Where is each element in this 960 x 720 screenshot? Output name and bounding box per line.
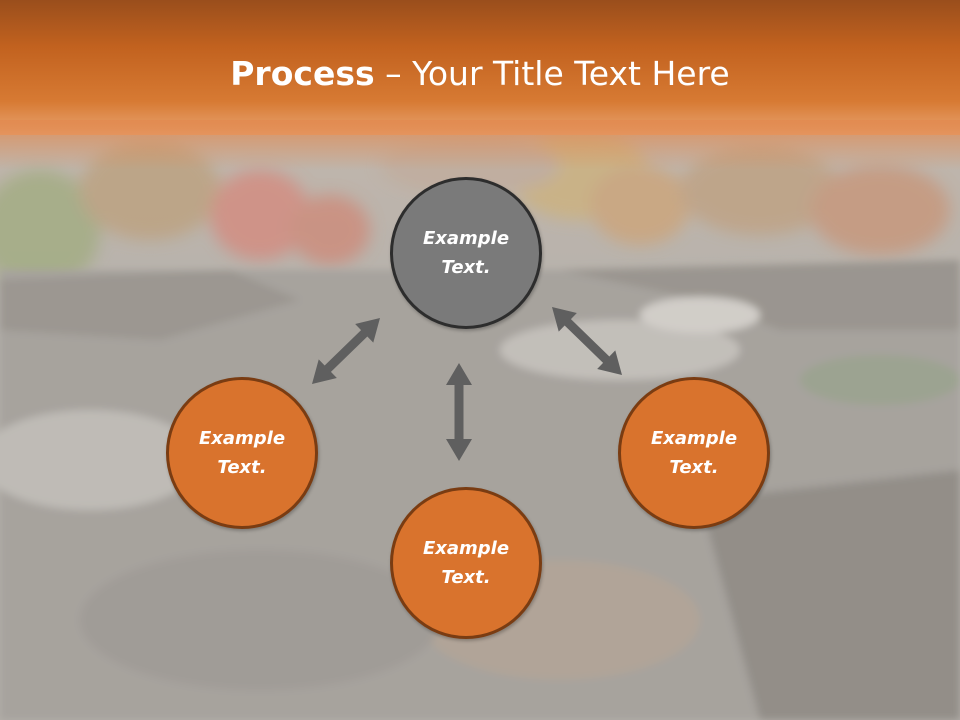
title-bar-fade (0, 120, 960, 170)
slide-title: Process – Your Title Text Here (0, 52, 960, 96)
process-node-left-label: Example Text. (198, 428, 286, 478)
process-node-right-label: Example Text. (650, 428, 738, 478)
process-node-top-label: Example Text. (422, 228, 510, 278)
process-node-left[interactable]: Example Text. (166, 377, 318, 529)
title-bar (0, 0, 960, 135)
arrow-top-bottom (446, 363, 472, 461)
process-node-top[interactable]: Example Text. (390, 177, 542, 329)
arrow-top-left (311, 318, 380, 384)
process-node-bottom-label: Example Text. (422, 538, 510, 588)
slide-title-rest: – Your Title Text Here (374, 54, 730, 93)
arrow-group (311, 307, 622, 461)
process-node-bottom[interactable]: Example Text. (390, 487, 542, 639)
process-node-right[interactable]: Example Text. (618, 377, 770, 529)
slide-title-bold: Process (230, 54, 375, 93)
arrow-top-right (552, 307, 622, 375)
